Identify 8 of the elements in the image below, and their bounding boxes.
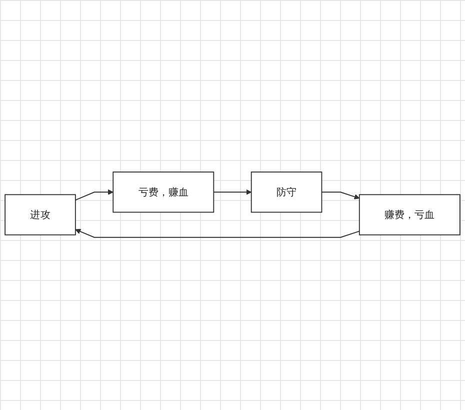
node-box: 防守 [250,172,322,213]
arrow [321,192,360,200]
arrow [213,190,252,196]
node-box: 进攻 [4,194,76,236]
arrow [74,190,114,201]
node-box: 亏费，赚血 [112,172,214,213]
node-box: 赚费，亏血 [358,194,460,236]
arrow [75,229,360,238]
